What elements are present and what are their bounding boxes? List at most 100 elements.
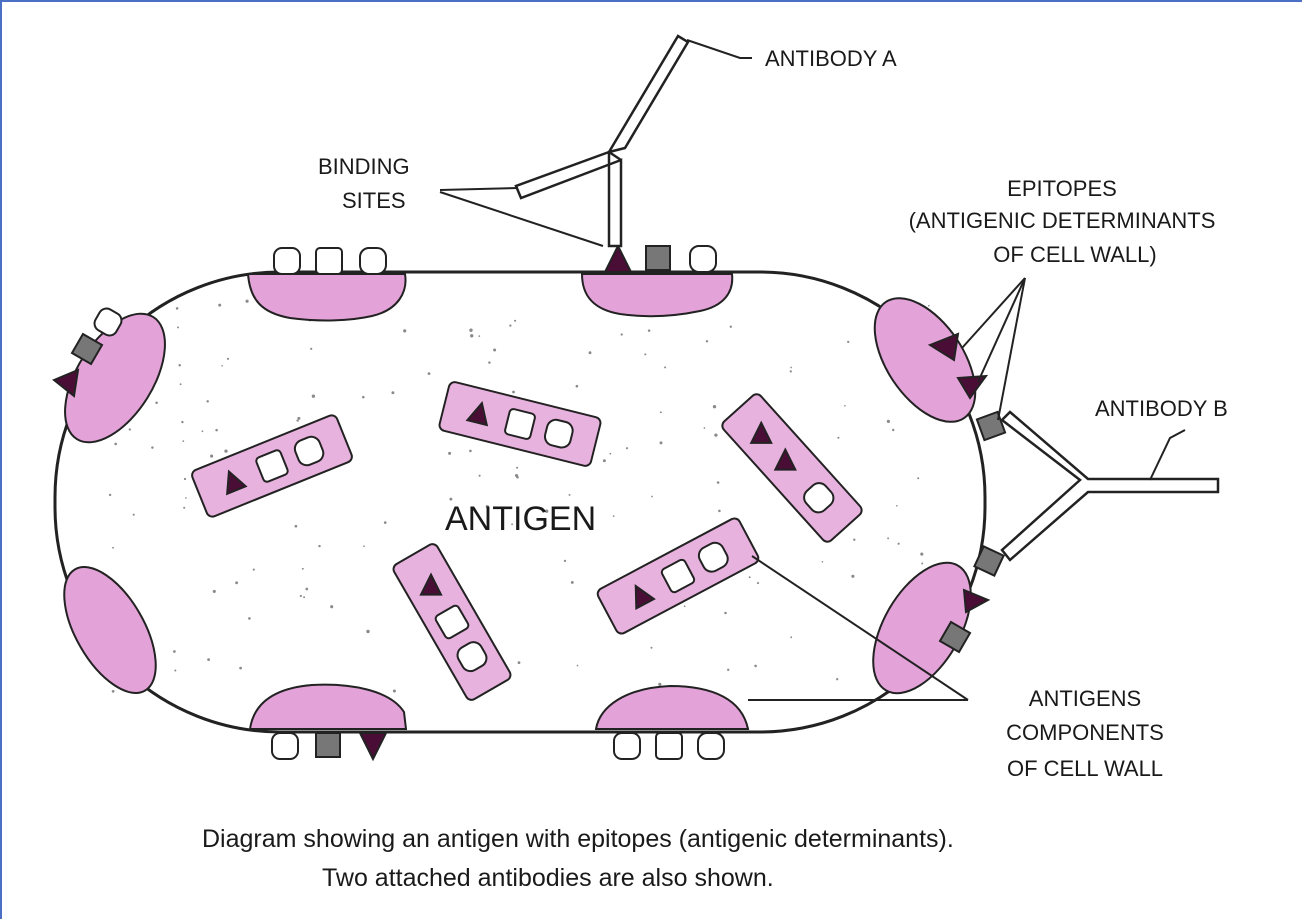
speckle (366, 630, 369, 633)
speckle (478, 335, 480, 337)
speckle (493, 348, 496, 351)
speckle (714, 433, 717, 436)
speckle (822, 561, 824, 563)
speckle (403, 329, 406, 332)
speckle (469, 329, 472, 332)
speckle (749, 576, 751, 578)
speckle (221, 365, 223, 367)
antibody-b-leader (1150, 430, 1185, 480)
cell-wall-component (248, 274, 406, 320)
internal-antigen-component (391, 542, 512, 702)
cell-wall-component (582, 274, 732, 316)
speckle (310, 348, 312, 350)
speckle (518, 661, 521, 664)
speckle (184, 478, 186, 480)
speckle (151, 446, 153, 448)
speckle (362, 396, 365, 399)
speckle (303, 596, 305, 598)
speckle (648, 329, 651, 332)
speckle (177, 326, 179, 328)
speckle (836, 678, 838, 680)
speckle (235, 581, 238, 584)
speckle (393, 689, 396, 692)
cell-wall-component (250, 685, 406, 729)
speckle (626, 447, 628, 449)
speckle (181, 421, 183, 423)
label-epitopes-line2: (ANTIGENIC DETERMINANTS (909, 208, 1216, 233)
label-epitopes-line3: OF CELL WALL) (993, 242, 1156, 267)
antibody-a-leader (687, 40, 752, 58)
speckle (155, 401, 158, 404)
speckle (613, 515, 615, 517)
speckle (114, 443, 117, 446)
speckle (129, 428, 131, 430)
speckle (248, 617, 251, 620)
speckle (589, 351, 592, 354)
speckle (660, 411, 662, 413)
speckle (173, 650, 176, 653)
speckle (391, 391, 394, 394)
internal-antigen-component (596, 516, 761, 635)
speckle (713, 405, 716, 408)
speckle (684, 605, 686, 607)
speckle (790, 370, 792, 372)
speckle (660, 441, 663, 444)
label-antibody-a: ANTIBODY A (765, 46, 897, 71)
speckle (312, 395, 315, 398)
speckle (664, 366, 666, 368)
speckle (853, 539, 855, 541)
speckle (516, 476, 519, 479)
internal-antigen-component (720, 392, 864, 544)
speckle (133, 514, 135, 516)
speckle (898, 543, 900, 545)
speckle (185, 497, 187, 499)
speckle (174, 669, 176, 671)
speckle (112, 690, 115, 693)
speckle (330, 605, 333, 608)
speckle (790, 636, 792, 638)
label-antigen-components-line1: ANTIGENS (1029, 686, 1141, 711)
speckle (917, 477, 919, 479)
speckle (571, 581, 574, 584)
speckle (112, 547, 114, 549)
speckle (178, 364, 180, 366)
speckle (844, 405, 846, 407)
speckle (176, 307, 179, 310)
speckle (318, 545, 320, 547)
speckle (210, 455, 213, 458)
caption-line1: Diagram showing an antigen with epitopes… (202, 825, 954, 853)
speckle (183, 507, 185, 509)
speckle (650, 647, 652, 649)
speckle (896, 505, 898, 507)
speckle (651, 496, 653, 498)
speckle (847, 341, 849, 343)
speckle (207, 658, 210, 661)
antibody-b (1002, 412, 1218, 560)
speckle (790, 367, 792, 369)
label-binding-sites-line1: BINDING (318, 154, 410, 179)
speckle (246, 300, 249, 303)
speckle (754, 665, 757, 668)
speckle (109, 494, 111, 496)
speckle (514, 320, 516, 322)
internal-antigen-component (190, 414, 353, 519)
speckle (577, 665, 579, 667)
label-antigen: ANTIGEN (445, 500, 596, 538)
label-epitopes-line1: EPITOPES (1007, 176, 1117, 201)
speckle (469, 450, 472, 453)
speckle (180, 383, 182, 385)
speckle (706, 340, 708, 342)
antibody-a (516, 36, 688, 246)
speckle (576, 385, 579, 388)
speckle (227, 358, 229, 360)
speckle (920, 553, 923, 556)
speckle (215, 429, 218, 432)
speckle (509, 324, 511, 326)
speckle (730, 326, 732, 328)
speckle (727, 669, 729, 671)
speckle (488, 361, 490, 363)
speckle (448, 452, 451, 455)
